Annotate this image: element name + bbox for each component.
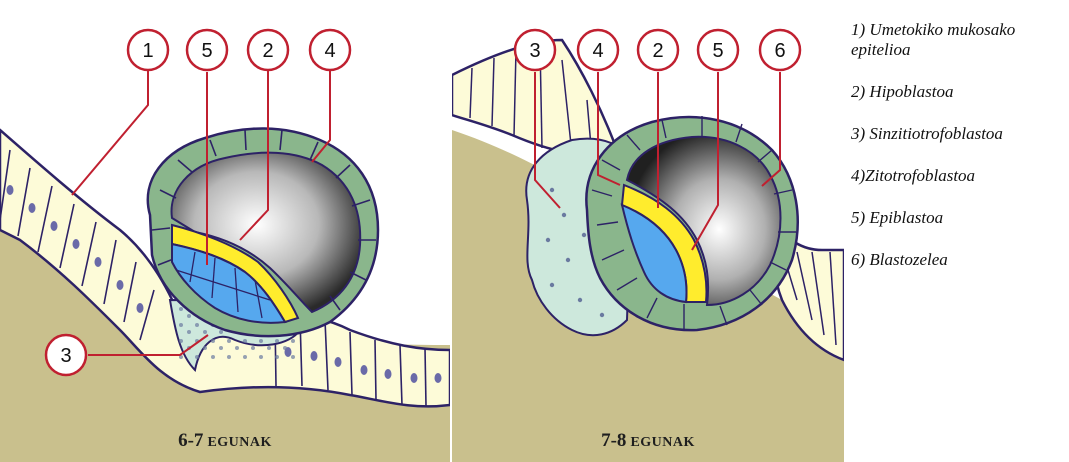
svg-text:5: 5 <box>201 40 212 62</box>
marker-3: 3 <box>46 335 86 375</box>
caption-days: 6-7 <box>178 430 203 451</box>
svg-text:4: 4 <box>324 40 335 62</box>
implantation-6-7-illustration: 1 5 2 4 3 <box>0 0 450 462</box>
marker-3: 3 <box>515 30 555 70</box>
marker-6: 6 <box>760 30 800 70</box>
legend-item-4: 4)Zitotrofoblastoa <box>851 166 1066 186</box>
legend-item-3: 3) Sinzitiotrofoblastoa <box>851 124 1066 144</box>
legend-item-1: 1) Umetokiko mukosako epitelioa <box>851 20 1066 60</box>
svg-text:5: 5 <box>712 40 723 62</box>
svg-text:4: 4 <box>592 40 603 62</box>
marker-2: 2 <box>248 30 288 70</box>
legend-item-6: 6) Blastozelea <box>851 250 1066 270</box>
legend-item-5: 5) Epiblastoa <box>851 208 1066 228</box>
diagram-panel-7-8-days: 3 4 2 5 6 7-8 EGUNAK <box>452 0 844 462</box>
marker-5: 5 <box>187 30 227 70</box>
implantation-7-8-illustration: 3 4 2 5 6 <box>452 0 844 462</box>
svg-text:2: 2 <box>262 40 273 62</box>
svg-text:6: 6 <box>774 40 785 62</box>
svg-text:3: 3 <box>60 345 71 367</box>
diagram-panel-6-7-days: 1 5 2 4 3 6-7 EGUNAK <box>0 0 450 462</box>
svg-text:2: 2 <box>652 40 663 62</box>
panel-caption: 6-7 EGUNAK <box>0 430 450 452</box>
marker-5: 5 <box>698 30 738 70</box>
marker-4: 4 <box>310 30 350 70</box>
marker-1: 1 <box>128 30 168 70</box>
legend: 1) Umetokiko mukosako epitelioa 2) Hipob… <box>851 20 1066 292</box>
marker-2: 2 <box>638 30 678 70</box>
marker-4: 4 <box>578 30 618 70</box>
caption-word: EGUNAK <box>630 435 694 450</box>
svg-text:1: 1 <box>142 40 153 62</box>
svg-text:3: 3 <box>529 40 540 62</box>
caption-days: 7-8 <box>601 430 626 451</box>
panel-caption: 7-8 EGUNAK <box>452 430 844 452</box>
legend-item-2: 2) Hipoblastoa <box>851 82 1066 102</box>
caption-word: EGUNAK <box>207 435 271 450</box>
